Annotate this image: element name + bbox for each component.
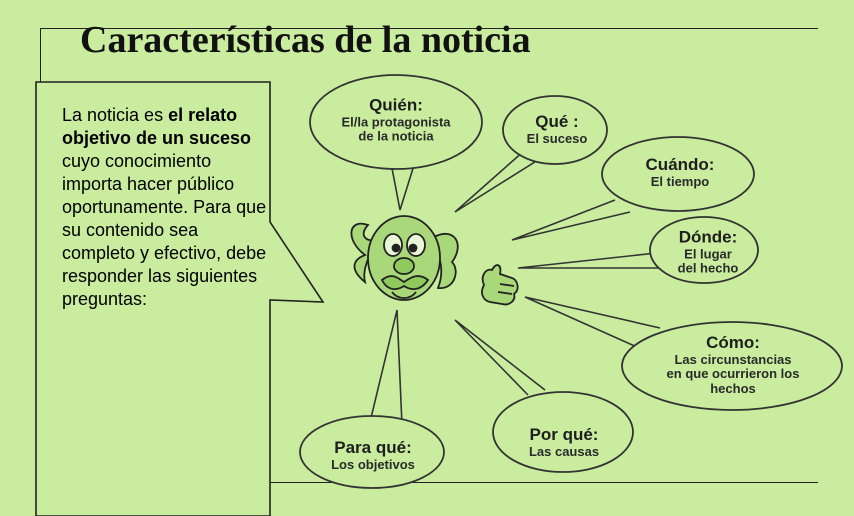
intro-speech-box bbox=[35, 81, 325, 516]
bubble-que-line-1: El suceso bbox=[526, 130, 588, 146]
bubble-paraque-line-1: Los objetivos bbox=[331, 456, 415, 472]
bubble-paraque-shape bbox=[299, 309, 445, 489]
bubble-cuando-heading: Cuándo: bbox=[645, 154, 715, 174]
bubble-donde: Dónde: El lugar del hecho bbox=[678, 227, 739, 276]
bubble-donde-shape bbox=[517, 216, 759, 284]
bubble-como-line-1: Las circunstancias bbox=[674, 351, 792, 367]
bubble-quien-shape bbox=[309, 74, 483, 211]
bubble-donde-line-1: El lugar bbox=[684, 245, 732, 261]
bubble-cuando: Cuándo: El tiempo bbox=[646, 155, 715, 189]
clown-face-icon bbox=[350, 215, 459, 301]
page-title: Características de la noticia bbox=[80, 19, 531, 61]
bubble-como: Cómo: Las circunstancias en que ocurrier… bbox=[667, 333, 800, 397]
bubble-como-line-2: en que ocurrieron los bbox=[666, 366, 800, 382]
bubble-donde-line-2: del hecho bbox=[677, 260, 739, 276]
frame-left-line bbox=[40, 28, 41, 88]
bubble-quien-heading: Quién: bbox=[369, 95, 423, 115]
bubble-que-shape bbox=[454, 95, 608, 213]
bubble-porque: Por qué: Las causas bbox=[529, 425, 599, 459]
thumbs-up-hand-icon bbox=[481, 264, 519, 306]
bubble-como-shape bbox=[524, 296, 843, 411]
bubble-como-line-3: hechos bbox=[710, 381, 756, 397]
intro-paragraph: La noticia es el relato objetivo de un s… bbox=[62, 104, 274, 311]
frame-bottom-line bbox=[40, 482, 818, 483]
bubble-paraque-heading: Para qué: bbox=[334, 437, 412, 457]
frame-top-line bbox=[40, 28, 818, 29]
bubble-porque-heading: Por qué: bbox=[529, 424, 599, 444]
intro-text-end: cuyo conocimiento importa hacer público … bbox=[62, 151, 267, 309]
intro-text-bold: el relato objetivo de un suceso bbox=[62, 105, 252, 148]
bubble-quien-line-2: de la noticia bbox=[358, 128, 434, 144]
bubble-que-heading: Qué : bbox=[535, 111, 579, 131]
bubble-como-heading: Cómo: bbox=[706, 332, 760, 352]
bubble-cuando-shape bbox=[511, 136, 755, 241]
intro-text-start: La noticia es bbox=[62, 105, 169, 125]
bubble-porque-line-1: Las causas bbox=[528, 443, 600, 459]
bubble-cuando-line-1: El tiempo bbox=[650, 173, 710, 189]
bubble-porque-shape bbox=[454, 319, 634, 473]
bubble-paraque: Para qué: Los objetivos bbox=[331, 438, 415, 472]
bubble-quien-line-1: El/la protagonista bbox=[341, 113, 451, 129]
bubble-donde-heading: Dónde: bbox=[678, 227, 738, 247]
bubble-que: Qué : El suceso bbox=[527, 112, 588, 146]
bubble-quien: Quién: El/la protagonista de la noticia bbox=[341, 95, 450, 144]
